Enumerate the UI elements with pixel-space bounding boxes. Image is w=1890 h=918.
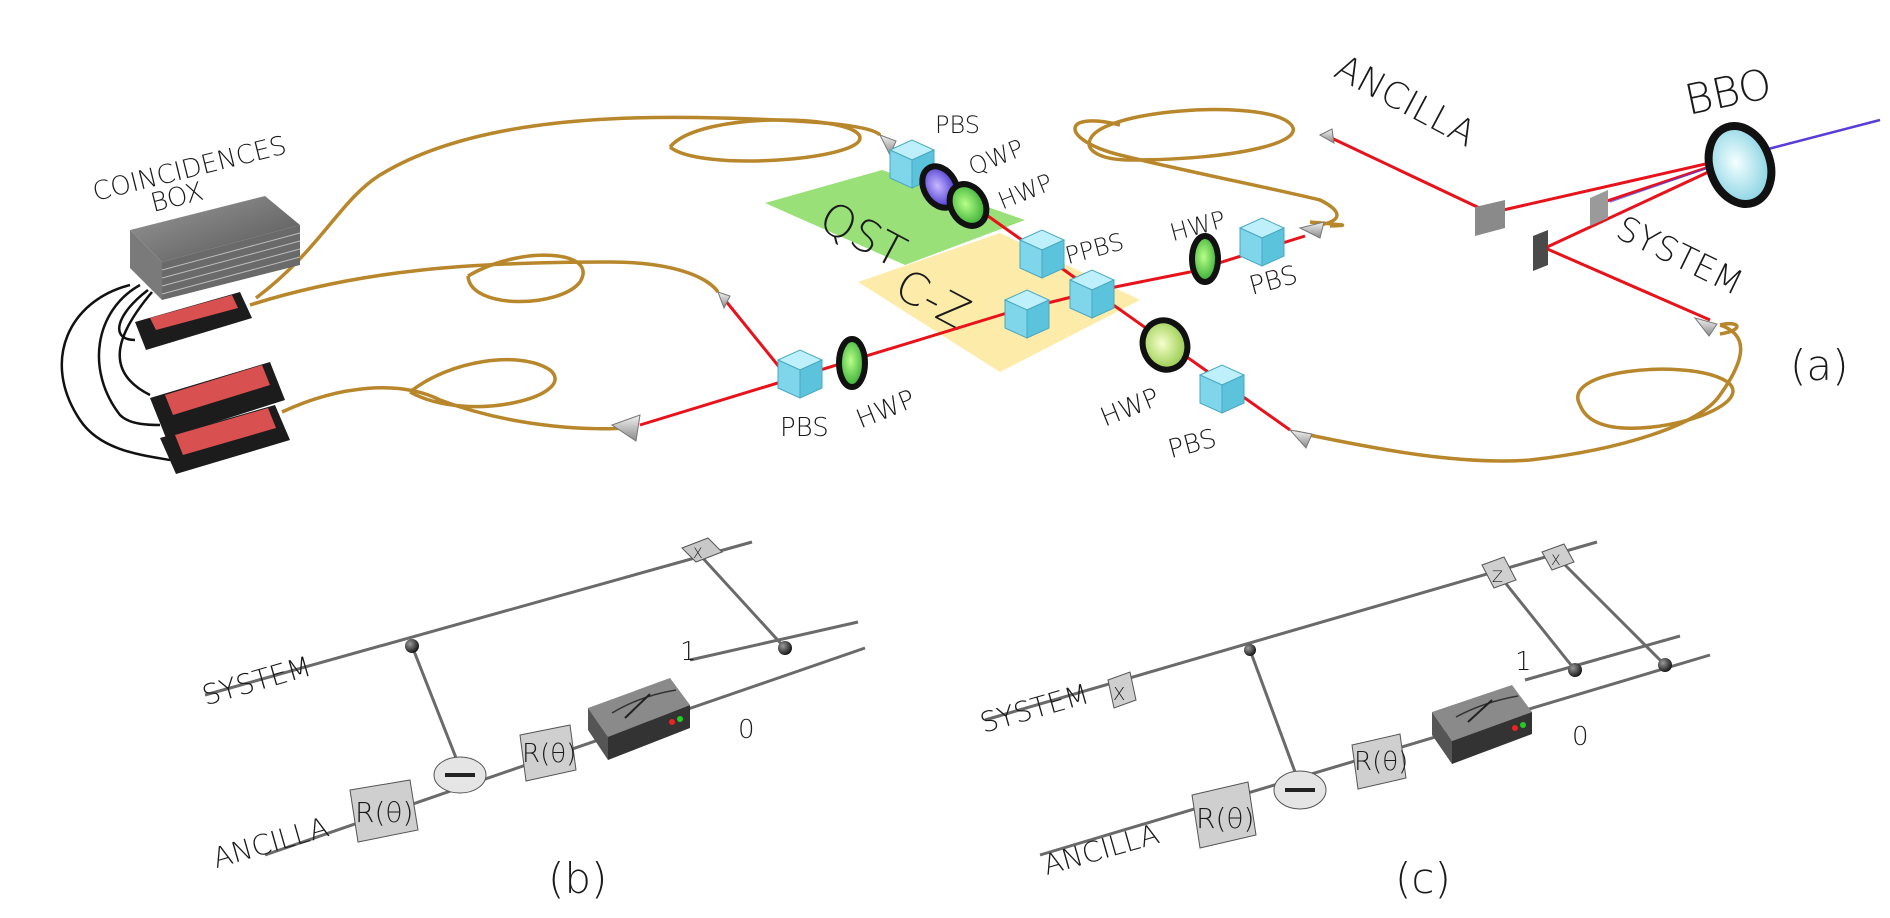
x-gate-c-output: X bbox=[1541, 543, 1575, 571]
hwp-plate-1 bbox=[836, 336, 868, 390]
svg-text:X: X bbox=[693, 546, 703, 562]
qst-plate bbox=[765, 170, 1025, 265]
cz-plate bbox=[858, 233, 1140, 372]
z-gate-c: Z bbox=[1481, 556, 1517, 589]
classical-line-x bbox=[1553, 553, 1667, 667]
panel-a-label: (a) bbox=[1790, 341, 1849, 390]
mirror-system bbox=[1533, 230, 1548, 271]
classical-line-b bbox=[698, 553, 787, 650]
pbs-label-4: PBS bbox=[1165, 424, 1220, 466]
measure-dot-c2 bbox=[1658, 658, 1672, 672]
coincidence-box bbox=[130, 196, 301, 300]
hwp-plate-2 bbox=[946, 181, 990, 229]
bbo-label: BBO bbox=[1680, 59, 1776, 125]
svg-text:X: X bbox=[1551, 553, 1561, 569]
ancilla-label: ANCILLA bbox=[1328, 47, 1482, 155]
meter-c bbox=[1432, 685, 1532, 764]
outcome-one-wire-b bbox=[689, 620, 859, 662]
fiber-couplers bbox=[610, 128, 1718, 449]
rotation-gate-c1: R(θ) bbox=[1191, 781, 1257, 849]
svg-text:X: X bbox=[1113, 684, 1125, 705]
system-label-b: SYSTEM bbox=[199, 650, 315, 712]
panel-b-label: (b) bbox=[548, 854, 607, 903]
x-gate-c-input: X bbox=[1107, 671, 1137, 709]
svg-text:R(θ): R(θ) bbox=[355, 796, 413, 829]
hwp-label-1: HWP bbox=[852, 384, 920, 435]
pbs-cube-1 bbox=[776, 349, 824, 399]
measure-dot-b bbox=[778, 641, 792, 655]
coax-cables bbox=[60, 283, 171, 462]
measure-dot-c1 bbox=[1568, 663, 1582, 677]
pbs-cube-4 bbox=[1003, 289, 1051, 339]
mirror-pump bbox=[1590, 190, 1608, 226]
hwp-label-4: HWP bbox=[1096, 383, 1164, 434]
control-line-b bbox=[410, 645, 462, 769]
outcome-zero-c: 0 bbox=[1572, 722, 1589, 752]
pbs-cube-6 bbox=[1198, 364, 1246, 414]
mirrors bbox=[1475, 190, 1608, 271]
svg-text:Z: Z bbox=[1492, 567, 1503, 586]
svg-text:R(θ): R(θ) bbox=[1354, 747, 1408, 777]
ppbs-label: PPBS bbox=[1062, 228, 1127, 270]
pbs-label-1: PBS bbox=[780, 413, 829, 443]
optical-fibers bbox=[249, 107, 1743, 463]
svg-text:R(θ): R(θ) bbox=[522, 739, 576, 769]
polarizing-beam-splitters bbox=[776, 139, 1286, 414]
pbs-label-2: PBS bbox=[935, 111, 980, 139]
outcome-one-b: 1 bbox=[680, 637, 697, 667]
meter-b bbox=[588, 678, 690, 760]
bbo-crystal bbox=[1704, 122, 1776, 208]
ancilla-label-c: ANCILLA bbox=[1039, 817, 1162, 881]
ppbs-cube bbox=[1068, 269, 1116, 319]
circuit-wires-c bbox=[984, 540, 1711, 857]
circuit-wires-b bbox=[204, 540, 866, 857]
mirror-ancilla bbox=[1475, 200, 1505, 236]
svg-text:R(θ): R(θ) bbox=[1196, 802, 1254, 835]
classical-line-z bbox=[1493, 569, 1577, 671]
qwp-label: QWP bbox=[964, 134, 1027, 181]
panel-c: X Z X R(θ) R(θ) bbox=[976, 540, 1711, 903]
x-gate-b: X bbox=[681, 537, 723, 563]
panel-c-label: (c) bbox=[1395, 854, 1451, 903]
pbs-cube-5 bbox=[1238, 217, 1286, 267]
panel-b: X R(θ) R(θ) SYSTEM ANCILLA 1 0 (b) bbox=[199, 537, 866, 903]
panel-a: QST C-Z bbox=[60, 47, 1881, 474]
hwp-label-2: HWP bbox=[994, 168, 1057, 215]
rotation-gate-b2: R(θ) bbox=[519, 724, 577, 782]
system-wire-b bbox=[204, 540, 753, 697]
control-dot-c bbox=[1244, 644, 1256, 656]
control-dot-b bbox=[405, 639, 419, 653]
pbs-label-3: PBS bbox=[1246, 260, 1301, 302]
ancilla-label-b: ANCILLA bbox=[209, 810, 332, 874]
waveplates bbox=[836, 163, 1221, 390]
outcome-zero-b: 0 bbox=[738, 715, 755, 745]
system-label: SYSTEM bbox=[1610, 208, 1749, 303]
rotation-gate-b1: R(θ) bbox=[349, 779, 419, 843]
detector-2 bbox=[150, 362, 285, 438]
system-label-c: SYSTEM bbox=[976, 677, 1092, 739]
sigma-z-b bbox=[433, 756, 487, 794]
detector-3 bbox=[160, 405, 290, 474]
detector-1 bbox=[135, 292, 252, 350]
hwp-plate-4 bbox=[1139, 317, 1191, 373]
outcome-one-wire-c bbox=[1524, 634, 1681, 682]
outcome-one-c: 1 bbox=[1515, 647, 1532, 677]
hwp-plate-3 bbox=[1189, 233, 1221, 285]
sigma-z-c bbox=[1273, 770, 1327, 810]
rotation-gate-c2: R(θ) bbox=[1351, 733, 1408, 790]
control-line-c bbox=[1248, 649, 1300, 781]
pbs-cube-3 bbox=[1018, 229, 1066, 279]
box-stripes bbox=[161, 232, 301, 295]
